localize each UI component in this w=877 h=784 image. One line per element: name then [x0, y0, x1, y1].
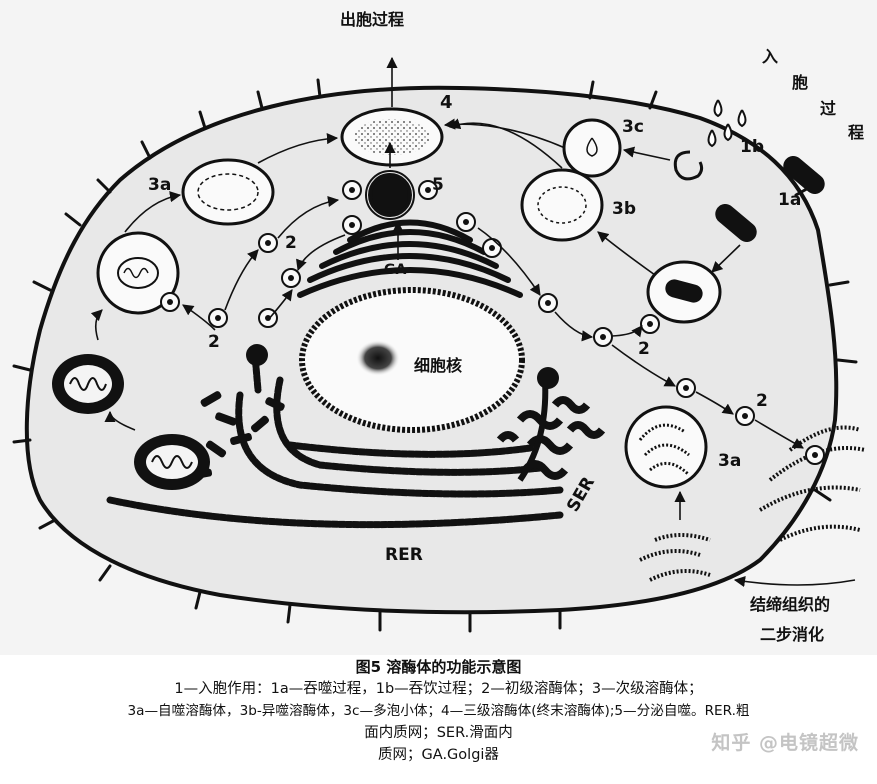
caption-line-1: 1—入胞作用：1a—吞噬过程，1b—吞饮过程；2—初级溶酶体；3—次级溶酶体；: [174, 681, 703, 697]
label-3b: 3b: [612, 199, 636, 219]
rough-er: [106, 351, 564, 529]
secretory-granule: [368, 173, 412, 217]
label-digestion-line1: 结缔组织的: [749, 595, 830, 614]
caption-title: 图5 溶酶体的功能示意图: [355, 658, 522, 676]
lysosome-diagram: 出胞过程 入 胞 过 程 4 3c 1b 1a 3a 5 3b 2 2 2 2 …: [12, 10, 866, 644]
golgi-apparatus: [297, 219, 523, 298]
caption-line-2: 3a—自噬溶酶体，3b-异噬溶酶体，3c—多泡小体；4—三级溶酶体(终末溶酶体)…: [127, 703, 750, 719]
smooth-er: [496, 367, 606, 482]
label-2-a: 2: [285, 233, 297, 253]
figure-caption: 图5 溶酶体的功能示意图 1—入胞作用：1a—吞噬过程，1b—吞饮过程；2—初级…: [0, 656, 877, 766]
diagram-figure: 出胞过程 入 胞 过 程 4 3c 1b 1a 3a 5 3b 2 2 2 2 …: [0, 0, 877, 655]
autophagic-lysosome-3a-top: [181, 158, 275, 226]
label-3a-right: 3a: [718, 451, 741, 471]
autophagic-lysosome-3a-right: [624, 405, 708, 489]
caption-line-4: 质网；GA.Golgi器: [378, 747, 499, 763]
label-nucleus: 细胞核: [414, 356, 462, 375]
rer-vesicle-left: [246, 344, 268, 366]
label-3c: 3c: [622, 117, 644, 137]
watermark: 知乎 @电镜超微: [711, 732, 859, 754]
mitochondrion-lower: [134, 434, 210, 490]
label-endocytosis-4: 程: [848, 123, 864, 142]
pathway-arrows: [90, 56, 856, 588]
label-2-b: 2: [208, 332, 220, 352]
label-endocytosis-3: 过: [820, 99, 836, 118]
label-4: 4: [440, 92, 453, 113]
nucleus: [299, 287, 525, 433]
label-3a-top: 3a: [148, 175, 171, 195]
label-ga: GA: [384, 262, 406, 278]
heterophagic-lysosome: [520, 168, 604, 242]
nucleolus: [356, 340, 400, 376]
label-2-c: 2: [638, 339, 650, 359]
bacterium-entering: [715, 204, 757, 242]
mitochondrion-left: [52, 354, 124, 414]
phagosome: [646, 260, 722, 324]
label-digestion-line2: 二步消化: [760, 625, 824, 644]
label-1b: 1b: [740, 137, 764, 157]
label-2-d: 2: [756, 391, 768, 411]
label-endocytosis-1: 入: [762, 47, 778, 66]
residual-body-contents: [354, 119, 430, 155]
primary-lysosome-cores: [167, 187, 818, 458]
membrane-spikes: [12, 78, 858, 633]
multivesicular-body: [562, 118, 622, 178]
label-exocytosis: 出胞过程: [340, 10, 404, 29]
label-5: 5: [432, 175, 444, 195]
autophagic-lysosome-left: [96, 231, 180, 315]
label-rer: RER: [385, 545, 423, 565]
caption-line-3: 面内质网；SER.滑面内: [364, 725, 513, 741]
bacterium-outside: [783, 156, 825, 194]
label-endocytosis-2: 胞: [791, 73, 808, 92]
pinocytic-vesicle: [673, 150, 704, 181]
label-1a: 1a: [778, 190, 801, 210]
pinocytosis-droplets: [707, 99, 747, 148]
